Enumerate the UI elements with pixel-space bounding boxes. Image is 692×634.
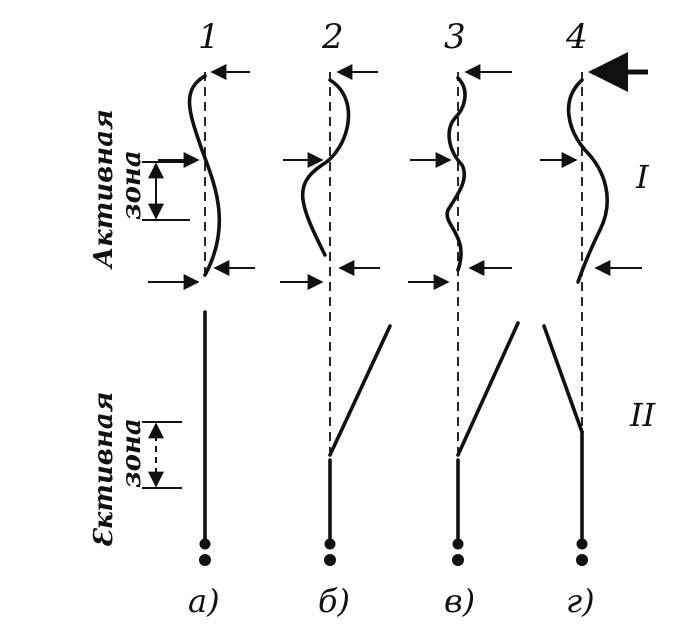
column-3	[408, 64, 520, 566]
column-2	[280, 64, 392, 566]
column-number-3: 3	[444, 17, 466, 57]
zone-label-bottom: Ԑктивная зона	[89, 392, 147, 548]
tilted-wire-2	[328, 324, 392, 457]
zone-label-bottom-line1: Ԑктивная	[89, 392, 119, 548]
terminal-2a	[324, 538, 336, 550]
row-label-bottom: II	[629, 396, 657, 434]
column-number-4: 4	[565, 17, 588, 57]
terminal-2b	[324, 554, 336, 566]
row-label-top: I	[635, 158, 650, 196]
terminal-1a	[199, 538, 211, 550]
current-curve-2	[300, 78, 351, 257]
tilted-wire-3	[456, 321, 520, 457]
terminal-1b	[199, 554, 211, 566]
zone-label-top: Активная зона	[89, 109, 147, 270]
zone-label-top-line2: зона	[117, 150, 147, 220]
column-1	[148, 64, 255, 566]
terminal-3a	[452, 538, 464, 550]
current-curve-1	[187, 74, 222, 277]
column-number-2: 2	[321, 17, 344, 57]
terminal-4a	[576, 538, 588, 550]
zone-label-bottom-line2: зона	[117, 418, 147, 488]
dimension-bottom	[142, 421, 182, 489]
sublabel-b: б)	[318, 582, 350, 620]
current-curve-3	[445, 76, 467, 272]
sublabel-a: а)	[188, 582, 220, 620]
sublabel-g: г)	[566, 582, 595, 620]
tilted-wire-4	[542, 324, 584, 434]
sublabel-v: в)	[444, 582, 475, 620]
column-4	[540, 52, 648, 566]
current-curve-4	[566, 78, 609, 284]
terminal-4b	[576, 554, 588, 566]
zone-label-top-line1: Активная	[89, 109, 119, 270]
column-number-1: 1	[198, 17, 220, 57]
terminal-3b	[452, 554, 464, 566]
dimension-top	[142, 161, 190, 221]
